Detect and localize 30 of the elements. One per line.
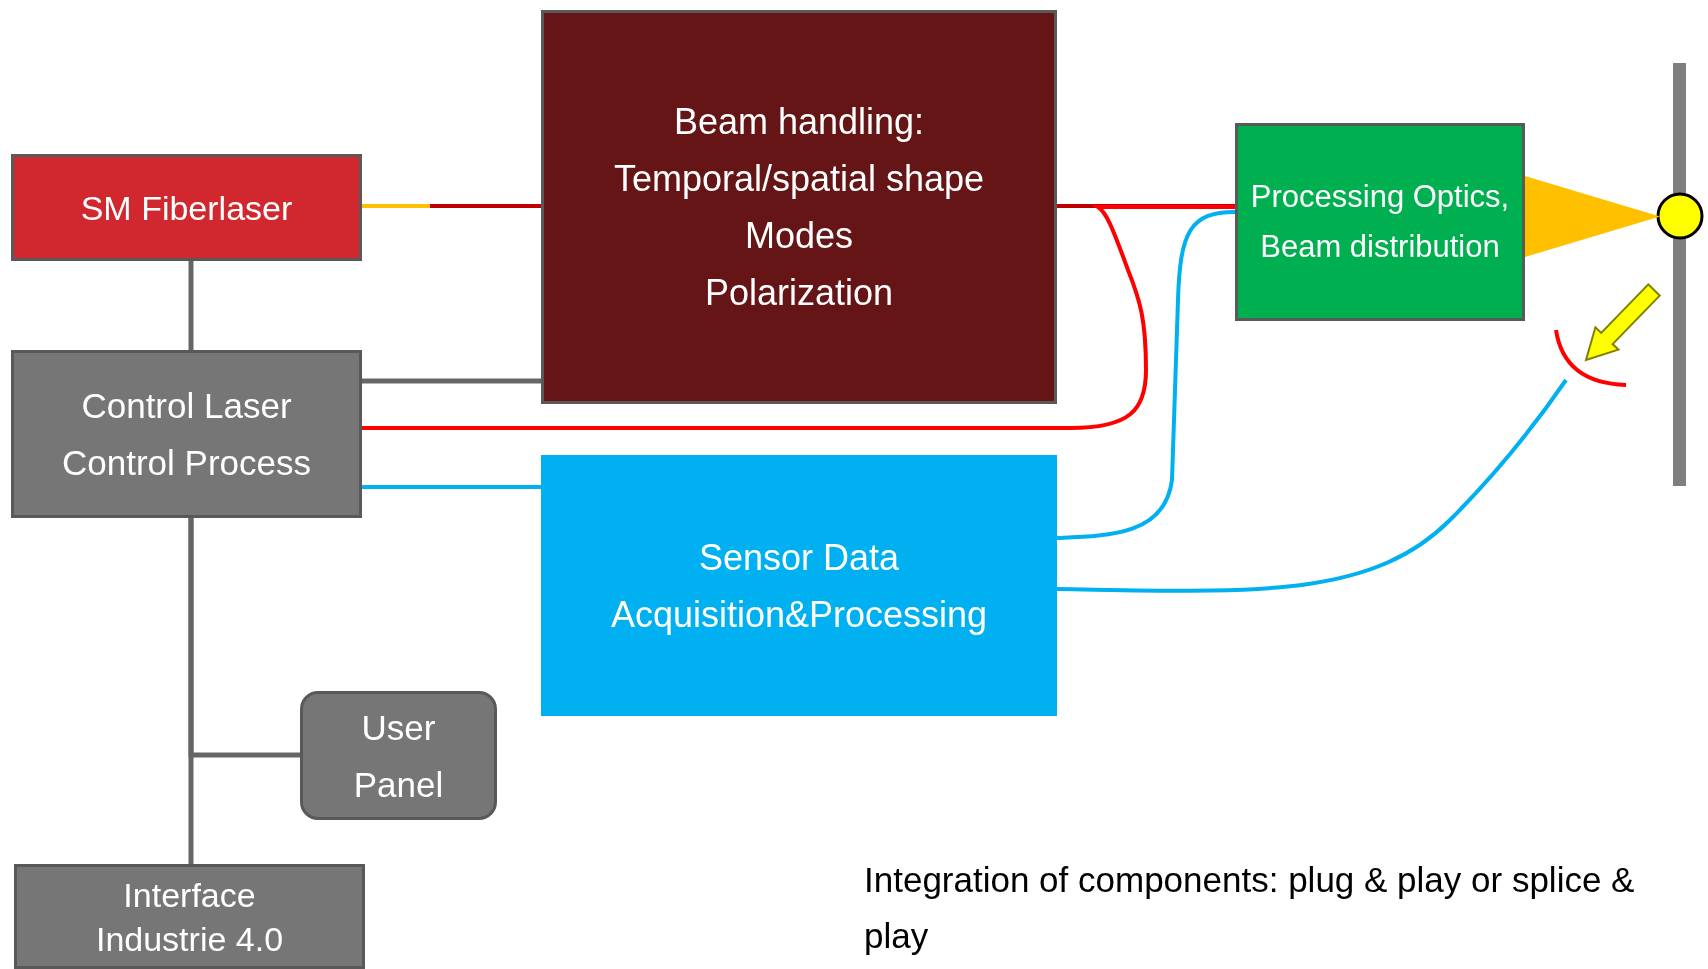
node-text: Control Laser bbox=[81, 385, 292, 427]
interface-box bbox=[14, 864, 365, 969]
node-text: SM Fiberlaser bbox=[80, 187, 293, 229]
connector-line bbox=[1056, 210, 1236, 540]
node-text: Acquisition&Processing bbox=[610, 592, 988, 637]
beam-handling-box bbox=[541, 10, 1057, 404]
node-text: Polarization bbox=[704, 271, 894, 315]
sensor-data-box bbox=[541, 455, 1057, 716]
note-text: Integration of components: plug & play or splice & play bbox=[864, 859, 1636, 957]
connector-line bbox=[362, 205, 1235, 430]
node-text: Interface Industrie 4.0 bbox=[94, 874, 285, 960]
optics-box bbox=[1235, 123, 1525, 321]
connector-line bbox=[362, 204, 541, 208]
node-text: Modes bbox=[744, 214, 854, 258]
connector-line bbox=[1056, 378, 1568, 593]
laser-box bbox=[11, 154, 362, 261]
connector-line bbox=[188, 518, 194, 864]
block-arrow bbox=[1584, 283, 1662, 362]
node-text: Beam handling: bbox=[673, 100, 925, 144]
user-panel-box bbox=[300, 691, 497, 820]
connector-line bbox=[362, 485, 541, 489]
control-box bbox=[11, 350, 362, 518]
connector-line bbox=[188, 261, 194, 350]
node-text: Processing Optics, Beam distribution bbox=[1249, 178, 1511, 266]
node-text: User Panel bbox=[352, 706, 445, 806]
node-text: Sensor Data bbox=[698, 535, 900, 580]
connector-line bbox=[362, 378, 541, 384]
node-text: Temporal/spatial shape bbox=[613, 157, 985, 201]
node-text: Control Process bbox=[62, 442, 311, 484]
connector-line bbox=[1057, 204, 1235, 208]
